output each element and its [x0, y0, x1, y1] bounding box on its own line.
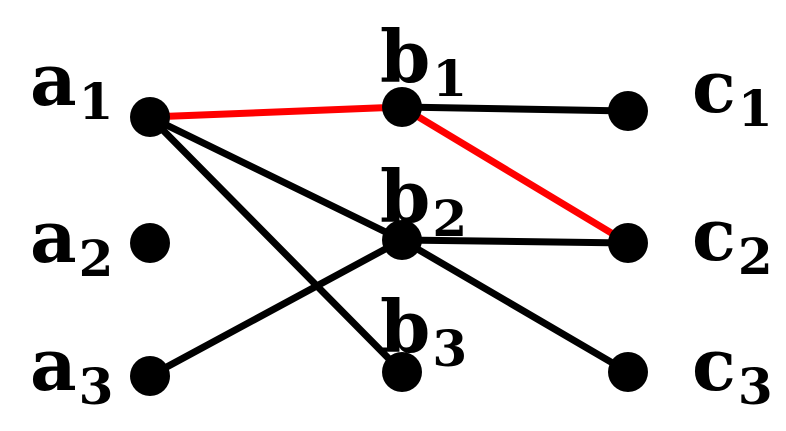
- node-label-subscript: 2: [79, 229, 114, 288]
- node-label-a3: a3: [30, 322, 113, 416]
- node-label-a2: a2: [30, 194, 113, 288]
- edge-a1-b3: [146, 113, 406, 376]
- node-c2: [608, 223, 648, 263]
- node-label-subscript: 1: [738, 79, 773, 138]
- node-a3: [130, 356, 170, 396]
- node-label-b1: b1: [380, 14, 467, 108]
- node-label-letter: c: [692, 322, 736, 407]
- node-label-a1: a1: [30, 37, 113, 131]
- node-label-letter: a: [30, 322, 77, 407]
- node-label-c1: c1: [692, 44, 773, 138]
- node-label-c2: c2: [692, 192, 773, 286]
- node-label-subscript: 2: [432, 189, 467, 248]
- node-label-subscript: 2: [738, 227, 773, 286]
- node-a2: [130, 223, 170, 263]
- edges-layer: [146, 103, 632, 380]
- node-label-b2: b2: [380, 154, 467, 248]
- node-label-b3: b3: [380, 284, 467, 378]
- node-label-letter: b: [380, 154, 430, 239]
- edge-a1-b1-highlighted: [146, 103, 406, 121]
- edge-a1-b2: [146, 113, 406, 244]
- node-label-letter: c: [692, 44, 736, 129]
- node-label-letter: b: [380, 14, 430, 99]
- node-a1: [130, 97, 170, 137]
- edge-b1-c1: [398, 103, 632, 115]
- node-label-letter: b: [380, 284, 430, 369]
- node-b3: [382, 352, 422, 392]
- node-c3: [608, 352, 648, 392]
- node-label-subscript: 3: [738, 357, 773, 416]
- node-c1: [608, 91, 648, 131]
- node-b1: [382, 87, 422, 127]
- edge-b2-c2: [398, 236, 632, 247]
- node-label-subscript: 3: [432, 319, 467, 378]
- nodes-layer: [130, 87, 648, 396]
- node-label-subscript: 1: [79, 72, 114, 131]
- node-label-c3: c3: [692, 322, 773, 416]
- node-label-subscript: 3: [79, 357, 114, 416]
- edge-a3-b2: [146, 236, 406, 380]
- node-label-subscript: 1: [432, 49, 467, 108]
- edge-b1-c2-highlighted: [398, 103, 632, 247]
- edge-b2-c3: [398, 236, 632, 376]
- node-label-letter: a: [30, 194, 77, 279]
- node-b2: [382, 220, 422, 260]
- node-label-letter: a: [30, 37, 77, 122]
- node-label-letter: c: [692, 192, 736, 277]
